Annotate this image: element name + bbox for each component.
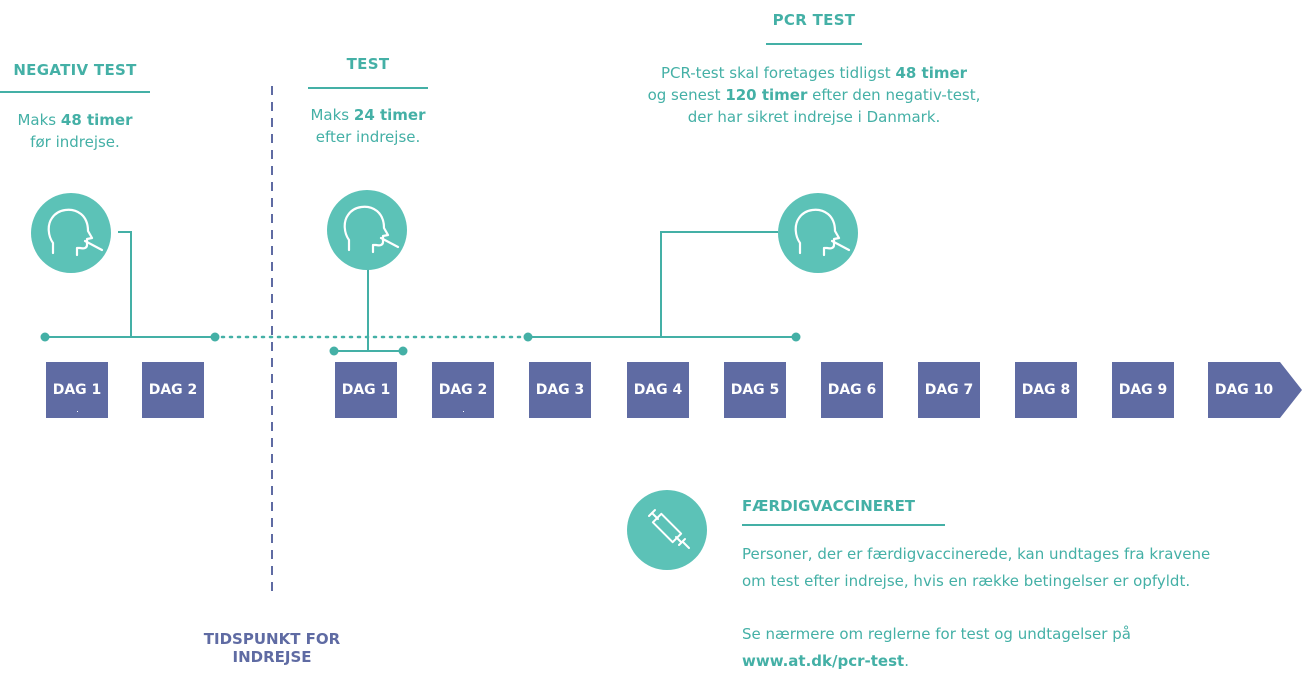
test-description: Maks 24 timer efter indrejse. [298, 104, 438, 148]
pcr-test-title: PCR TEST [772, 11, 856, 29]
head-swab-icon [327, 190, 407, 270]
pcr-desc-line2-post: efter den negativ-test, [807, 86, 981, 104]
pcr-desc-line2-pre: og senest [647, 86, 726, 104]
vaccinated-text-line2: om test efter indrejse, hvis en række be… [742, 572, 1191, 590]
head-swab-icon [778, 193, 858, 273]
test-desc-bold: 24 timer [353, 106, 426, 124]
pcr-desc-line1-bold: 48 timer [895, 64, 968, 82]
negative-test-underline [0, 91, 150, 93]
negative-test-range-end [210, 332, 220, 342]
day-box-after-9: DAG 9 [1112, 362, 1174, 418]
day-box-after-5: DAG 5 [724, 362, 786, 418]
vaccinated-more-line1: Se nærmere om reglerne for test og undta… [742, 625, 1131, 643]
timeline-arrow-tip [1280, 362, 1302, 418]
pcr-range-start [523, 332, 533, 342]
test-range-start [329, 346, 339, 356]
pcr-connector [660, 231, 778, 337]
arrival-label-line2: INDREJSE [232, 648, 312, 666]
test-desc-pre: Maks [310, 106, 354, 124]
negative-test-title: NEGATIV TEST [13, 61, 137, 79]
day-label: DAG 9 [1118, 382, 1168, 398]
day-label: DAG 5 [730, 382, 780, 398]
test-title: TEST [346, 55, 390, 73]
day-box-after-3: DAG 3 [529, 362, 591, 418]
day-label: DAG 8 [1021, 382, 1071, 398]
pcr-range-end [791, 332, 801, 342]
day-label: DAG 2 [438, 382, 488, 398]
arrival-label: TIDSPUNKT FOR INDREJSE [172, 630, 372, 666]
day-box-after-8: DAG 8 [1015, 362, 1077, 418]
negative-test-desc-bold: 48 timer [60, 111, 133, 129]
vaccinated-more: Se nærmere om reglerne for test og undta… [742, 621, 1282, 675]
arrival-label-line1: TIDSPUNKT FOR [203, 630, 341, 648]
day-box-after-4: DAG 4 [627, 362, 689, 418]
vaccinated-more-end: . [904, 652, 909, 670]
test-underline [308, 87, 428, 89]
day-box-after-10: DAG 10 [1208, 362, 1280, 418]
day-box-after-7: DAG 7 [918, 362, 980, 418]
pcr-test-underline [766, 43, 862, 45]
day-label: DAG 1 [341, 382, 391, 398]
day-label: DAG 10 [1214, 382, 1274, 398]
test-range-end [398, 346, 408, 356]
day-box-after-1: DAG 1 [335, 362, 397, 418]
negative-test-description: Maks 48 timer før indrejse. [0, 109, 150, 153]
vaccinated-text-line1: Personer, der er færdigvaccinerede, kan … [742, 545, 1211, 563]
day-box-before-2: DAG 2 [142, 362, 204, 418]
negative-test-connector [118, 231, 132, 337]
head-swab-icon [31, 193, 111, 273]
day-label: DAG 2 [148, 382, 198, 398]
pcr-desc-line3: der har sikret indrejse i Danmark. [687, 108, 941, 126]
pcr-test-description: PCR-test skal foretages tidligst 48 time… [604, 62, 1024, 128]
negative-test-desc-pre: Maks [17, 111, 61, 129]
pcr-test-link[interactable]: www.at.dk/pcr-test [742, 652, 905, 670]
day-label: DAG 6 [827, 382, 877, 398]
day-box-after-6: DAG 6 [821, 362, 883, 418]
negative-test-range-start [40, 332, 50, 342]
day-label: DAG 1 [52, 382, 102, 398]
pcr-desc-line2-bold: 120 timer [725, 86, 808, 104]
test-desc-line2: efter indrejse. [315, 128, 421, 146]
vaccinated-underline [742, 524, 945, 526]
day-box-before-1: DAG 1 [46, 362, 108, 418]
negative-test-desc-line2: før indrejse. [30, 133, 120, 151]
vaccinated-text: Personer, der er færdigvaccinerede, kan … [742, 541, 1282, 595]
day-label: DAG 7 [924, 382, 974, 398]
day-box-after-2: DAG 2 [432, 362, 494, 418]
vaccinated-title: FÆRDIGVACCINERET [742, 497, 916, 515]
day-label: DAG 4 [633, 382, 683, 398]
pcr-desc-line1-pre: PCR-test skal foretages tidligst [660, 64, 896, 82]
syringe-icon [627, 490, 707, 570]
day-label: DAG 3 [535, 382, 585, 398]
